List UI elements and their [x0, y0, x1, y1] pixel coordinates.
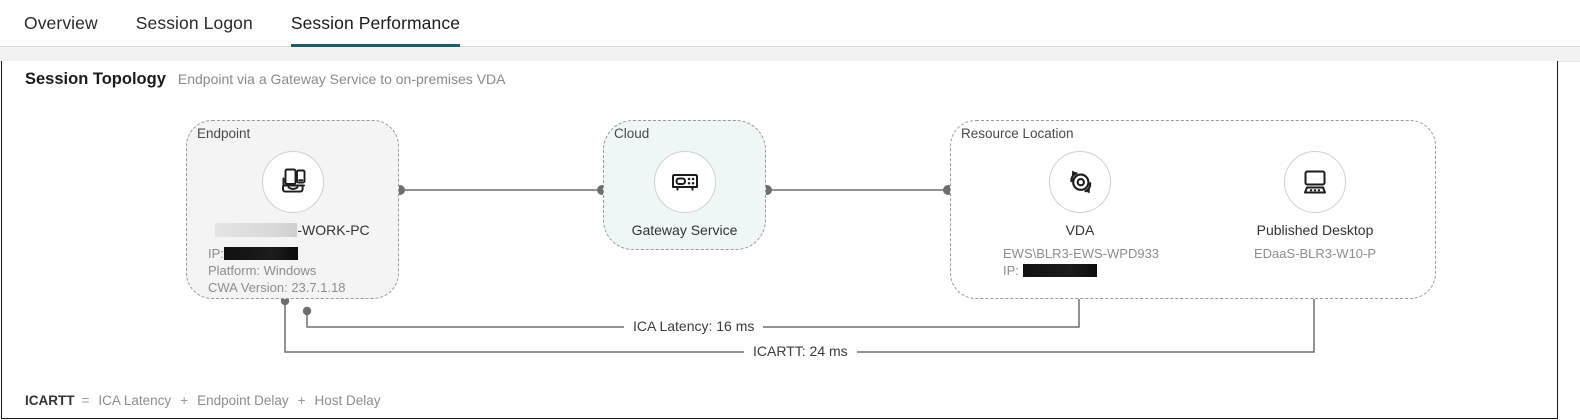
topology-canvas: Endpoint -	[2, 61, 1557, 418]
published-desktop-icon-bubble	[1284, 151, 1346, 213]
tab-separator-band	[0, 47, 1580, 62]
vda-name: VDA	[1065, 222, 1095, 238]
tablet-phone-dock-icon	[281, 168, 305, 193]
node-endpoint[interactable]: -WORK-PC IP: Platform: Windows CWA Versi…	[186, 151, 399, 296]
endpoint-hostname: -WORK-PC	[186, 222, 399, 238]
zone-cloud-label: Cloud	[614, 126, 650, 141]
endpoint-details: IP: Platform: Windows CWA Version: 23.7.…	[208, 245, 399, 296]
gateway-icon-bubble	[653, 151, 716, 213]
endpoint-cwa-version: CWA Version: 23.7.1.18	[208, 280, 346, 295]
endpoint-hostname-redaction	[215, 223, 298, 237]
page-title: Session Topology	[25, 70, 166, 88]
vda-ip-redaction	[1022, 264, 1097, 277]
endpoint-icon-bubble	[261, 151, 324, 213]
legend-part-1: Endpoint Delay	[197, 393, 289, 408]
tab-bar: Overview Session Logon Session Performan…	[0, 0, 1580, 47]
vda-ip-label: IP:	[1003, 263, 1019, 278]
endpoint-ip-row: IP:	[208, 245, 399, 262]
legend-operator-1: +	[297, 393, 306, 408]
vda-icon-bubble	[1049, 151, 1111, 213]
legend-equals: =	[81, 393, 90, 408]
endpoint-ip-label: IP:	[208, 246, 224, 261]
monitor-keyboard-icon	[1304, 170, 1326, 194]
node-published-desktop[interactable]: Published Desktop EDaaS-BLR3-W10-P	[1252, 151, 1378, 262]
page-subtitle: Endpoint via a Gateway Service to on-pre…	[177, 71, 506, 87]
tab-list: Overview Session Logon Session Performan…	[24, 0, 498, 47]
measure-icartt: ICARTT: 24 ms	[744, 343, 857, 359]
published-desktop-hostname: EDaaS-BLR3-W10-P	[1253, 246, 1377, 261]
endpoint-hostname-suffix: -WORK-PC	[297, 222, 370, 238]
endpoint-platform: Platform: Windows	[208, 263, 317, 278]
vda-details: EWS\BLR3-EWS-WPD933 IP:	[1003, 245, 1160, 279]
tab-overview[interactable]: Overview	[24, 13, 98, 33]
zone-resource-location-label: Resource Location	[961, 126, 1074, 141]
legend-operator-0: +	[180, 393, 189, 408]
content-panel: Session Topology Endpoint via a Gateway …	[1, 61, 1558, 419]
published-desktop-name: Published Desktop	[1256, 222, 1374, 238]
node-vda[interactable]: VDA EWS\BLR3-EWS-WPD933 IP:	[1003, 151, 1159, 279]
gateway-appliance-icon	[671, 174, 698, 191]
gateway-service-name: Gateway Service	[631, 222, 738, 238]
legend-term: ICARTT	[25, 393, 75, 408]
tab-session-logon[interactable]: Session Logon	[135, 13, 253, 33]
endpoint-ip-redaction	[223, 247, 298, 260]
section-heading: Session Topology Endpoint via a Gateway …	[25, 70, 505, 89]
measure-ica-latency: ICA Latency: 16 ms	[624, 318, 764, 334]
node-gateway-service[interactable]: Gateway Service	[603, 151, 766, 238]
vda-hostname: EWS\BLR3-EWS-WPD933	[1003, 246, 1160, 261]
legend-formula: ICARTT = ICA Latency + Endpoint Delay + Host D…	[25, 393, 383, 408]
legend-part-0: ICA Latency	[98, 393, 172, 408]
vda-ip-row: IP:	[1003, 262, 1143, 279]
vda-refresh-icon	[1070, 170, 1092, 194]
legend-part-2: Host Delay	[314, 393, 381, 408]
tab-session-performance[interactable]: Session Performance	[290, 0, 461, 47]
zone-endpoint-label: Endpoint	[197, 126, 251, 141]
